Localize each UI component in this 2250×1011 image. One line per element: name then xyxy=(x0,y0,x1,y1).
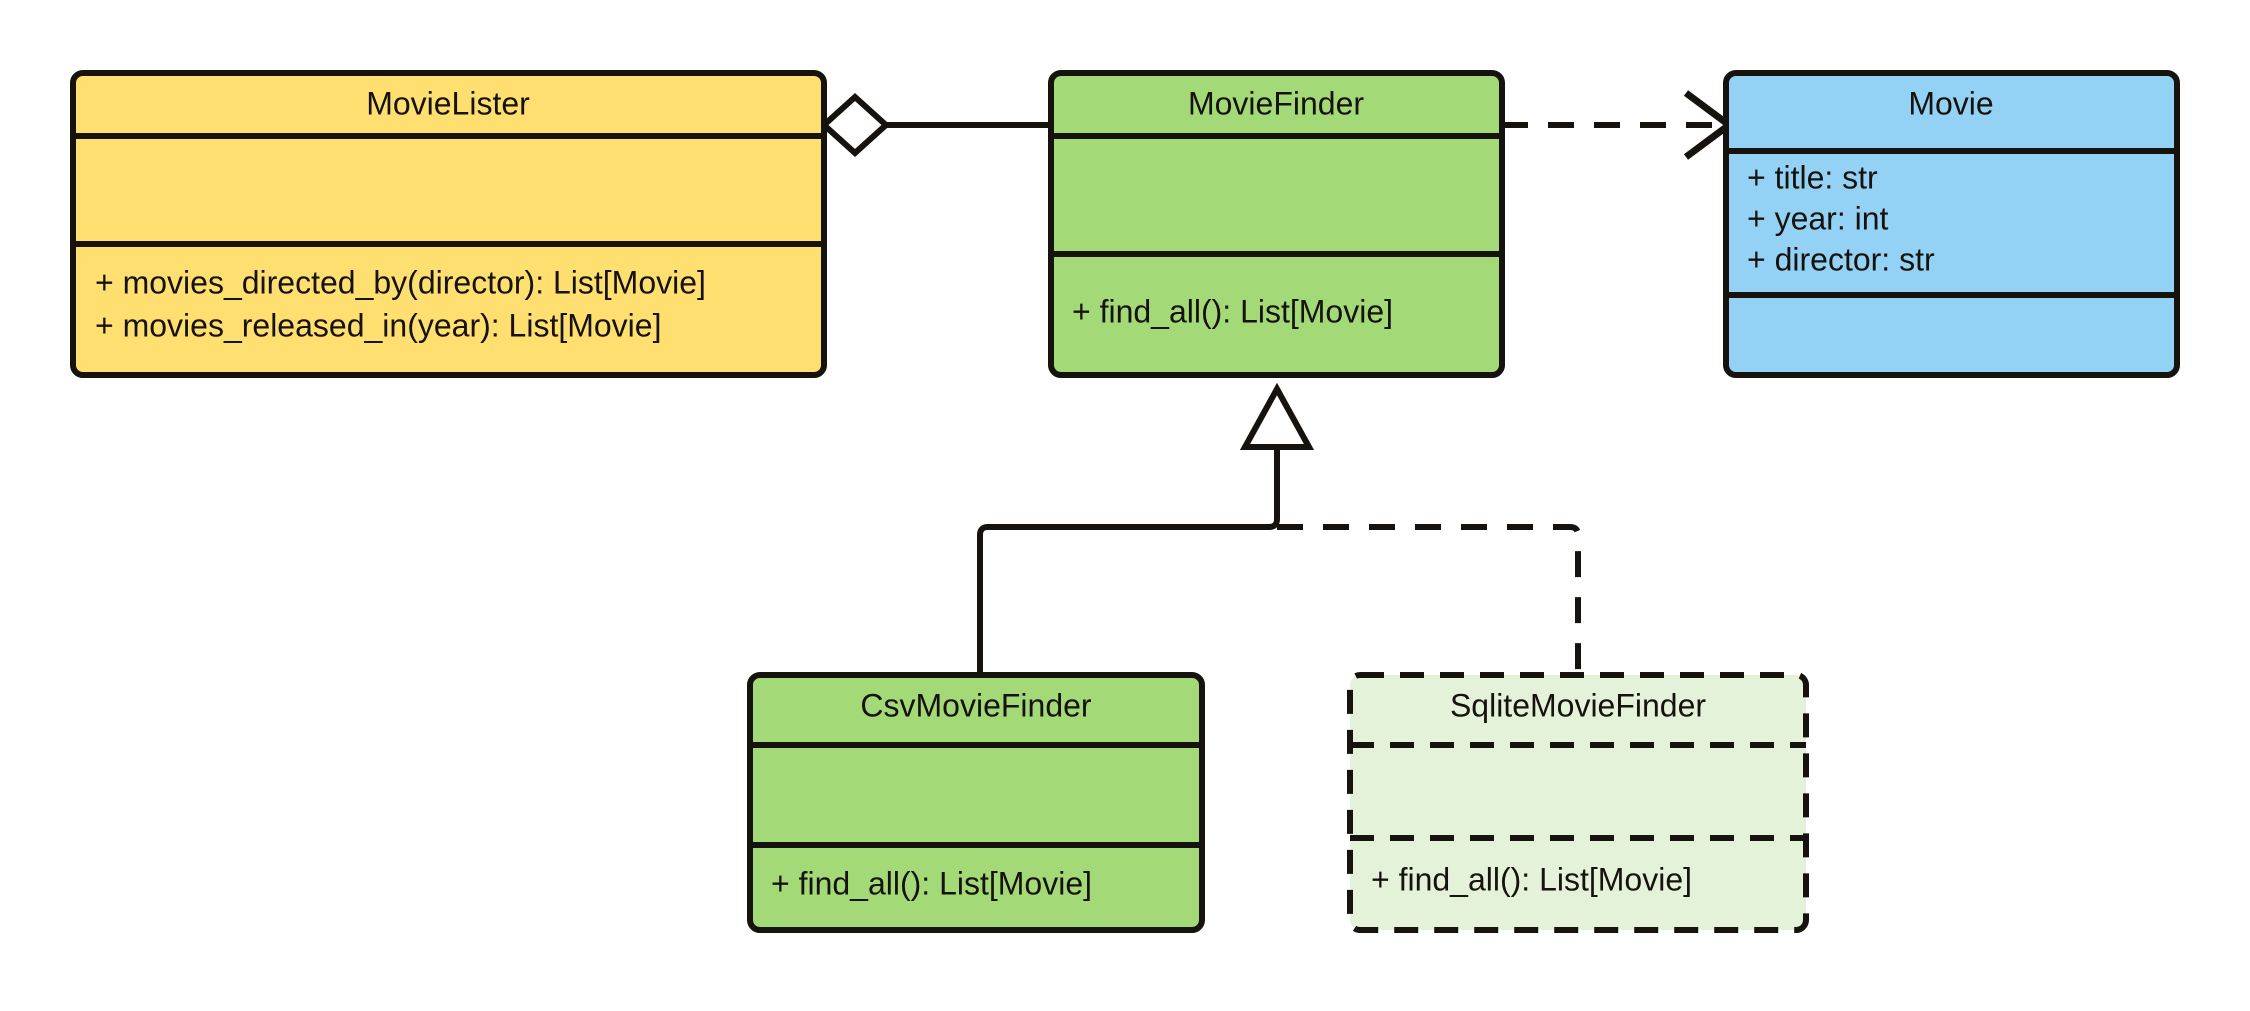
class-box-movie[interactable]: Movie + title: str + year: int + directo… xyxy=(1723,70,2180,378)
movie-finder-body xyxy=(1048,70,1505,378)
csv-movie-finder-body xyxy=(747,672,1205,933)
movie-lister-method-1: + movies_released_in(year): List[Movie] xyxy=(95,307,661,343)
movie-title: Movie xyxy=(1908,85,1993,121)
class-box-movie-finder[interactable]: MovieFinder + find_all(): List[Movie] xyxy=(1048,70,1505,378)
sqlite-movie-finder-body xyxy=(1347,672,1809,933)
hollow-triangle-icon xyxy=(1239,382,1315,450)
class-box-movie-lister[interactable]: MovieLister + movies_directed_by(directo… xyxy=(70,70,827,378)
movie-attribute-2: + director: str xyxy=(1747,241,1935,277)
class-box-csv-movie-finder[interactable]: CsvMovieFinder + find_all(): List[Movie] xyxy=(747,672,1205,933)
relationship-aggregation-lister-finder[interactable] xyxy=(819,92,1054,158)
relationship-dependency-finder-movie[interactable] xyxy=(1502,90,1735,160)
sqlite-movie-finder-method-0: + find_all(): List[Movie] xyxy=(1371,861,1692,897)
movie-lister-body xyxy=(70,70,827,378)
csv-movie-finder-title: CsvMovieFinder xyxy=(860,687,1092,723)
movie-attribute-1: + year: int xyxy=(1747,200,1889,236)
class-box-sqlite-movie-finder[interactable]: SqliteMovieFinder + find_all(): List[Mov… xyxy=(1347,672,1809,933)
generalization-line-sqlite xyxy=(1277,524,1581,675)
relationship-generalization-sqlite-finder[interactable] xyxy=(1277,524,1581,675)
sqlite-movie-finder-title: SqliteMovieFinder xyxy=(1450,687,1706,723)
movie-lister-title: MovieLister xyxy=(366,85,530,121)
relationship-generalization-csv-finder[interactable] xyxy=(977,382,1315,675)
generalization-line-csv xyxy=(977,419,1280,675)
csv-movie-finder-method-0: + find_all(): List[Movie] xyxy=(771,865,1092,901)
movie-finder-title: MovieFinder xyxy=(1188,85,1364,121)
hollow-diamond-icon xyxy=(819,92,891,158)
movie-finder-method-0: + find_all(): List[Movie] xyxy=(1072,293,1393,329)
movie-lister-method-0: + movies_directed_by(director): List[Mov… xyxy=(95,264,706,300)
movie-attribute-0: + title: str xyxy=(1747,159,1878,195)
